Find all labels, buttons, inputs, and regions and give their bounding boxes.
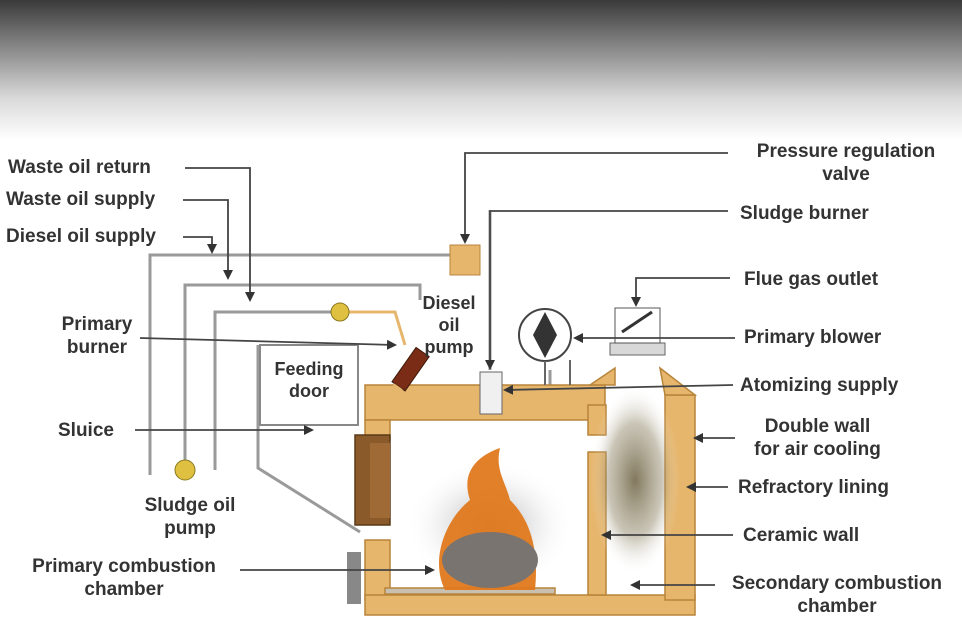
primary-burner-icon — [376, 346, 430, 416]
leader-lines — [135, 152, 735, 590]
diesel-oil-pipe — [148, 253, 462, 475]
label-diesel-oil-pump-line1: Diesel — [422, 293, 476, 313]
label-feeding-door: Feeding door — [262, 358, 356, 402]
label-pressure-regulation-line2: valve — [822, 164, 870, 185]
label-ceramic-wall: Ceramic wall — [743, 525, 860, 546]
label-secondary-combustion-line1: Secondary combustion — [731, 573, 943, 594]
label-pressure-regulation-line1: Pressure regulation — [756, 141, 936, 162]
ash-door — [347, 552, 361, 604]
label-diesel-oil-pump: Diesel oil pump — [413, 292, 485, 358]
waste-oil-return-pipe — [213, 310, 340, 470]
label-atomizing-supply: Atomizing supply — [740, 375, 899, 396]
label-diesel-oil-supply: Diesel oil supply — [6, 226, 156, 247]
label-primary-combustion-line2: chamber — [84, 579, 164, 600]
label-feeding-door-line2: door — [289, 381, 329, 401]
label-waste-oil-return: Waste oil return — [8, 157, 151, 178]
label-secondary-combustion-chamber: Secondary combustion chamber — [718, 572, 956, 618]
primary-blower-icon — [518, 308, 572, 385]
label-double-wall: Double wall for air cooling — [735, 415, 900, 461]
label-flue-gas-outlet: Flue gas outlet — [744, 269, 879, 290]
supply-pipes — [148, 210, 552, 534]
sluice-door-panel — [370, 443, 390, 518]
label-sluice: Sluice — [58, 420, 114, 441]
floor — [364, 594, 696, 616]
pressure-valve-icon — [449, 244, 481, 276]
flue-left-lip — [587, 366, 616, 386]
ash-pile — [442, 532, 538, 588]
burner-feed-pipe — [340, 310, 407, 346]
label-pressure-regulation-valve: Pressure regulation valve — [735, 140, 957, 186]
label-primary-combustion-line1: Primary combustion — [32, 556, 216, 577]
label-primary-burner-line2: burner — [66, 337, 128, 358]
smoke-secondary — [590, 385, 680, 575]
label-diesel-oil-pump-line2: oil — [438, 315, 460, 335]
sluice-guide-line — [256, 345, 361, 534]
label-sludge-oil-pump: Sludge oil pump — [120, 494, 260, 540]
label-waste-oil-supply: Waste oil supply — [6, 189, 156, 210]
label-diesel-oil-pump-line3: pump — [424, 337, 474, 357]
label-double-wall-line2: for air cooling — [754, 439, 881, 460]
label-sludge-burner: Sludge burner — [740, 203, 869, 224]
sludge-oil-pump-icon — [174, 459, 196, 481]
label-primary-blower: Primary blower — [744, 327, 882, 348]
waste-oil-pump-icon — [330, 302, 350, 322]
label-sludge-oil-pump-line1: Sludge oil — [144, 495, 236, 516]
label-sludge-oil-pump-line2: pump — [164, 518, 216, 539]
label-double-wall-line1: Double wall — [764, 416, 871, 437]
flue-gas-damper-icon — [609, 307, 666, 356]
label-primary-combustion-chamber: Primary combustion chamber — [10, 555, 238, 601]
label-feeding-door-line1: Feeding — [274, 359, 344, 379]
waste-oil-supply-pipe — [183, 283, 422, 470]
sludge-burner-icon — [479, 371, 503, 415]
flue-right-lip — [658, 366, 698, 396]
top-shade — [0, 0, 962, 140]
label-secondary-combustion-line2: chamber — [797, 596, 877, 617]
label-refractory-lining: Refractory lining — [738, 477, 889, 498]
label-primary-burner: Primary burner — [42, 313, 152, 359]
label-primary-burner-line1: Primary — [61, 314, 133, 335]
feeding-door-box — [259, 344, 359, 426]
